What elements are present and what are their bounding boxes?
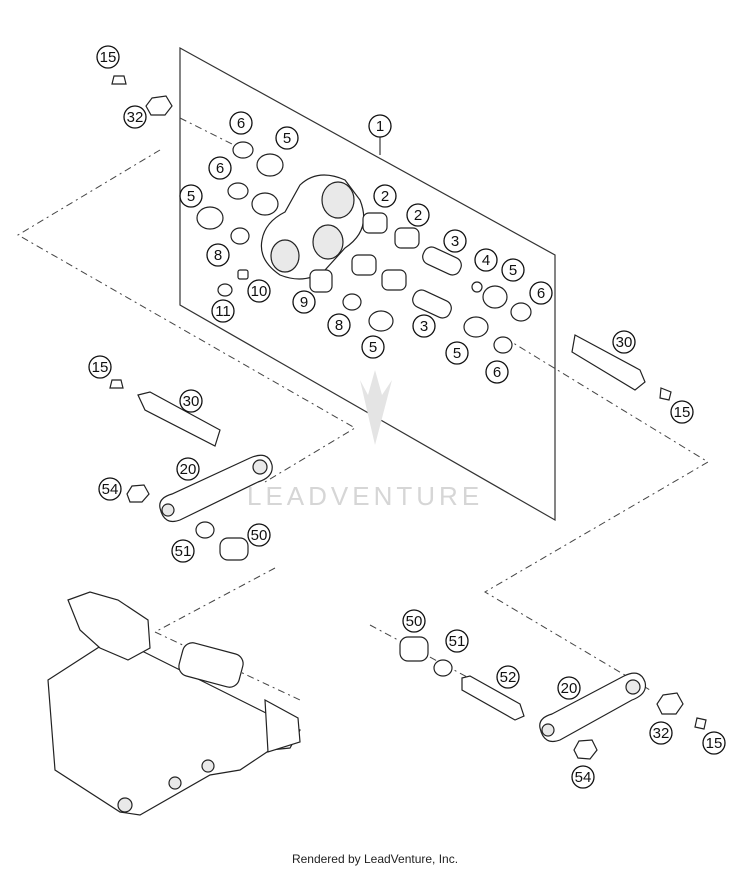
callout-1: 1 bbox=[368, 114, 392, 138]
callout-54b: 54 bbox=[571, 765, 595, 789]
callout-51a: 51 bbox=[171, 539, 195, 563]
rocker-lever bbox=[260, 174, 365, 280]
callout-2a: 2 bbox=[373, 184, 397, 208]
watermark-text: LEADVENTURE bbox=[247, 481, 483, 511]
callout-5a: 5 bbox=[275, 126, 299, 150]
callout-32a: 32 bbox=[123, 105, 147, 129]
callout-10: 10 bbox=[247, 279, 271, 303]
svg-text:1: 1 bbox=[376, 118, 384, 135]
assembly-line-lower-left bbox=[153, 567, 301, 701]
svg-text:9: 9 bbox=[300, 294, 308, 311]
callout-15a: 15 bbox=[96, 45, 120, 69]
callout-30b: 30 bbox=[179, 389, 203, 413]
svg-text:15: 15 bbox=[92, 359, 109, 376]
callout-11: 11 bbox=[211, 299, 235, 323]
svg-text:30: 30 bbox=[183, 393, 200, 410]
callout-8a: 8 bbox=[206, 243, 230, 267]
svg-text:20: 20 bbox=[561, 680, 578, 697]
svg-text:15: 15 bbox=[674, 404, 691, 421]
callout-20a: 20 bbox=[176, 457, 200, 481]
svg-text:4: 4 bbox=[482, 252, 490, 269]
callout-5d: 5 bbox=[361, 335, 385, 359]
leadventure-watermark: LEADVENTURE bbox=[247, 370, 483, 511]
link-arm-20-right bbox=[539, 672, 647, 743]
callout-6d: 6 bbox=[485, 360, 509, 384]
callout-52: 52 bbox=[496, 665, 520, 689]
svg-text:50: 50 bbox=[251, 527, 268, 544]
assembly-line-left bbox=[17, 149, 356, 483]
callout-5c: 5 bbox=[501, 258, 525, 282]
callout-15d: 15 bbox=[702, 731, 726, 755]
svg-text:8: 8 bbox=[214, 247, 222, 264]
bolt-30-left bbox=[137, 391, 221, 447]
shaft-52 bbox=[461, 675, 525, 721]
svg-text:5: 5 bbox=[187, 188, 195, 205]
svg-text:15: 15 bbox=[706, 735, 723, 752]
callout-6b: 6 bbox=[208, 156, 232, 180]
callout-5e: 5 bbox=[445, 341, 469, 365]
callout-8b: 8 bbox=[327, 313, 351, 337]
svg-text:10: 10 bbox=[251, 283, 268, 300]
callout-50b: 50 bbox=[402, 609, 426, 633]
callout-30a: 30 bbox=[612, 330, 636, 354]
callout-6c: 6 bbox=[529, 281, 553, 305]
svg-text:15: 15 bbox=[100, 49, 117, 66]
svg-text:5: 5 bbox=[369, 339, 377, 356]
svg-text:51: 51 bbox=[175, 543, 192, 560]
svg-text:20: 20 bbox=[180, 461, 197, 478]
svg-text:50: 50 bbox=[406, 613, 423, 630]
callout-6a: 6 bbox=[229, 111, 253, 135]
svg-text:30: 30 bbox=[616, 334, 633, 351]
bearing-set-right bbox=[399, 636, 453, 677]
callout-3a: 3 bbox=[443, 229, 467, 253]
svg-text:5: 5 bbox=[453, 345, 461, 362]
svg-text:54: 54 bbox=[575, 769, 592, 786]
link-arm-20-left bbox=[159, 454, 273, 523]
callout-2b: 2 bbox=[406, 203, 430, 227]
callout-54a: 54 bbox=[98, 477, 122, 501]
svg-text:52: 52 bbox=[500, 669, 517, 686]
svg-text:51: 51 bbox=[449, 633, 466, 650]
svg-text:2: 2 bbox=[414, 207, 422, 224]
callout-15b: 15 bbox=[88, 355, 112, 379]
callout-4: 4 bbox=[474, 248, 498, 272]
bearing-set-left bbox=[195, 521, 249, 561]
svg-text:6: 6 bbox=[537, 285, 545, 302]
svg-text:6: 6 bbox=[493, 364, 501, 381]
hardware-small bbox=[109, 75, 707, 760]
callout-9: 9 bbox=[292, 290, 316, 314]
svg-text:5: 5 bbox=[283, 130, 291, 147]
kit-small-parts bbox=[196, 141, 532, 354]
swingarm-frame bbox=[47, 591, 301, 816]
assembly-line-right bbox=[484, 337, 709, 691]
svg-text:8: 8 bbox=[335, 317, 343, 334]
bolt-30-right bbox=[571, 334, 646, 391]
svg-text:32: 32 bbox=[127, 109, 144, 126]
callout-15c: 15 bbox=[670, 400, 694, 424]
callout-32b: 32 bbox=[649, 721, 673, 745]
footer-credit: Rendered by LeadVenture, Inc. bbox=[291, 852, 459, 866]
svg-text:3: 3 bbox=[451, 233, 459, 250]
kit-panel-outline bbox=[179, 46, 556, 522]
svg-text:6: 6 bbox=[237, 115, 245, 132]
callout-20b: 20 bbox=[557, 676, 581, 700]
svg-text:5: 5 bbox=[509, 262, 517, 279]
svg-text:2: 2 bbox=[381, 188, 389, 205]
callout-5b: 5 bbox=[179, 184, 203, 208]
callout-50a: 50 bbox=[247, 523, 271, 547]
svg-text:32: 32 bbox=[653, 725, 670, 742]
callout-51b: 51 bbox=[445, 629, 469, 653]
svg-text:3: 3 bbox=[420, 318, 428, 335]
svg-text:54: 54 bbox=[102, 481, 119, 498]
svg-text:11: 11 bbox=[215, 303, 231, 320]
svg-text:6: 6 bbox=[216, 160, 224, 177]
callout-3b: 3 bbox=[412, 314, 436, 338]
assembly-line-top bbox=[179, 117, 241, 149]
